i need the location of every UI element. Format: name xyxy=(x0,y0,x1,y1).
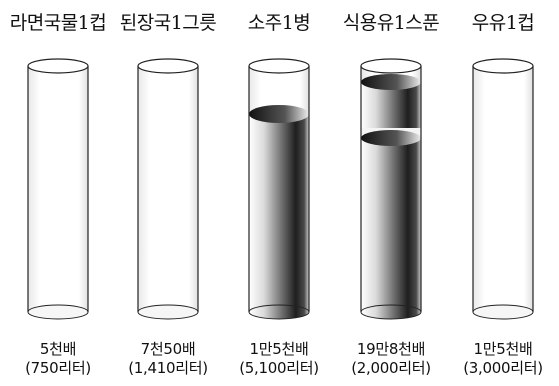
item-multiple-1: 7천50배 xyxy=(140,340,196,358)
cylinder-graphic-4 xyxy=(472,58,534,320)
liquid-bottom xyxy=(360,304,422,320)
glass-bottom xyxy=(472,304,534,320)
item-water-4: (3,000리터) xyxy=(463,359,543,377)
liquid-bottom xyxy=(248,304,310,320)
item-water-3: (2,000리터) xyxy=(351,359,431,377)
glass-rim xyxy=(137,58,199,74)
liquid xyxy=(361,138,421,312)
item-value-2: 1만5천배 (5,100리터) xyxy=(223,340,335,378)
item-value-0: 5천배 (750리터) xyxy=(2,340,114,378)
cylinder-2 xyxy=(223,48,335,328)
item-multiple-0: 5천배 xyxy=(39,340,77,358)
item-title-3: 식용유1스푼 xyxy=(342,12,440,34)
glass-rim xyxy=(472,58,534,74)
cylinder-1 xyxy=(112,48,224,328)
item-multiple-4: 1만5천배 xyxy=(473,340,533,358)
glass-bottom xyxy=(137,304,199,320)
item-water-1: (1,410리터) xyxy=(128,359,208,377)
cylinder-graphic-0 xyxy=(27,58,89,320)
item-water-2: (5,100리터) xyxy=(239,359,319,377)
item-title-0: 라면국물1컵 xyxy=(9,12,107,34)
cylinder-graphic-2 xyxy=(248,58,310,320)
item-title-4: 우유1컵 xyxy=(471,12,535,34)
item-multiple-2: 1만5천배 xyxy=(249,340,309,358)
glass-body xyxy=(28,66,88,312)
glass-rim xyxy=(360,58,422,74)
glass-bottom xyxy=(27,304,89,320)
band-surface xyxy=(361,74,421,90)
glass-body xyxy=(473,66,533,312)
cylinder-graphic-1 xyxy=(137,58,199,320)
item-title-2: 소주1병 xyxy=(247,12,311,34)
cylinder-4 xyxy=(447,48,559,328)
liquid-surface xyxy=(249,105,309,123)
item-value-3: 19만8천배 (2,000리터) xyxy=(335,340,447,378)
cylinder-0 xyxy=(2,48,114,328)
item-water-0: (750리터) xyxy=(25,359,91,377)
liquid xyxy=(249,114,309,312)
cylinder-graphic-3 xyxy=(360,58,422,320)
cylinder-3 xyxy=(335,48,447,328)
item-value-4: 1만5천배 (3,000리터) xyxy=(447,340,559,378)
liquid-surface xyxy=(361,130,421,146)
item-title-1: 된장국1그릇 xyxy=(119,12,217,34)
item-value-1: 7천50배 (1,410리터) xyxy=(112,340,224,378)
glass-rim xyxy=(27,58,89,74)
glass-body xyxy=(138,66,198,312)
item-multiple-3: 19만8천배 xyxy=(356,340,426,358)
glass-rim xyxy=(248,58,310,74)
